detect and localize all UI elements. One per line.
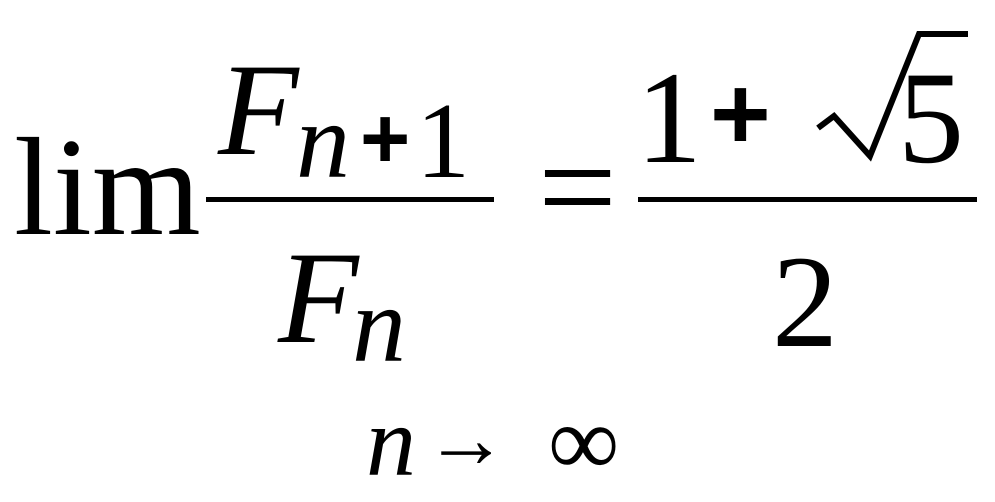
equals-sign: = bbox=[538, 110, 617, 265]
rhs-numerator-plus: + bbox=[710, 56, 771, 172]
lim-operator: lim bbox=[14, 110, 201, 265]
lhs-numerator-symbol: F bbox=[218, 36, 299, 183]
rhs-fraction-bar bbox=[638, 197, 977, 202]
lhs-denominator-subscript-variable: n bbox=[352, 266, 406, 385]
limit-target: ∞ bbox=[548, 386, 620, 497]
rhs-denominator: 2 bbox=[772, 228, 838, 375]
lhs-numerator-subscript-plus: + bbox=[360, 91, 411, 187]
lhs-denominator-symbol: F bbox=[278, 224, 359, 371]
lhs-numerator-subscript-one: 1 bbox=[416, 82, 470, 201]
radical-sign bbox=[816, 31, 968, 162]
lhs-numerator-subscript-variable: n bbox=[296, 82, 350, 201]
limit-arrow: → bbox=[424, 393, 508, 486]
lhs-fraction-bar bbox=[206, 197, 494, 202]
limit-variable: n bbox=[366, 386, 416, 497]
rhs-numerator-one: 1 bbox=[636, 44, 702, 191]
radicand: 5 bbox=[898, 44, 964, 191]
